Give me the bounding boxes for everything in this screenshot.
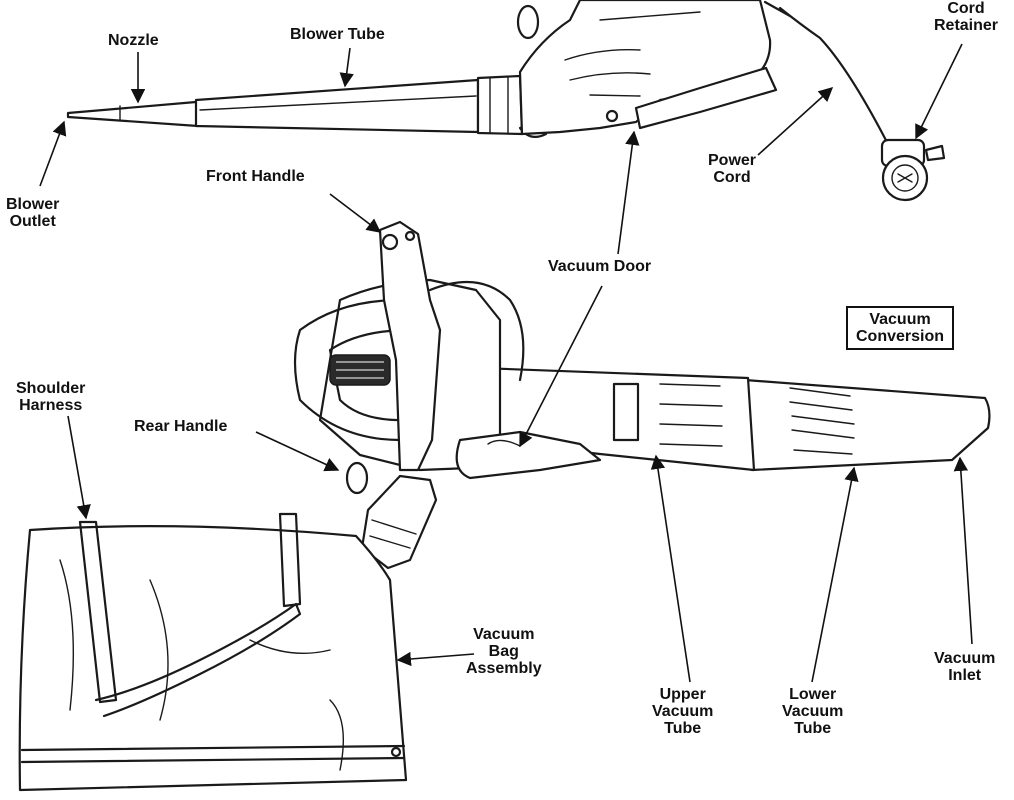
label-front-handle: Front Handle <box>206 168 305 185</box>
label-shoulder-harness: Shoulder Harness <box>16 380 86 414</box>
label-cord-retainer: Cord Retainer <box>934 0 999 34</box>
bag-zipper-line <box>20 744 406 752</box>
leader-lower-vacuum-tube <box>811 466 859 683</box>
label-blower-tube: Blower Tube <box>290 26 385 43</box>
leader-shoulder-harness <box>67 415 91 520</box>
label-nozzle: Nozzle <box>108 32 159 49</box>
leader-upper-vacuum-tube <box>650 454 691 683</box>
label-blower-outlet: Blower Outlet <box>6 196 60 230</box>
vacuum-conversion-box: Vacuum Conversion <box>846 306 955 350</box>
label-upper-vacuum-tube: Upper Vacuum Tube <box>652 686 714 737</box>
label-vacuum-bag-assembly: Vacuum Bag Assembly <box>466 626 542 677</box>
vacuum-illustration <box>293 220 991 570</box>
lower-vacuum-tube-shape <box>743 378 991 472</box>
leader-vacuum-door-bottom <box>519 285 603 448</box>
leader-power-cord <box>757 87 834 156</box>
leader-cord-retainer <box>915 43 963 140</box>
vacuum-bag-illustration <box>18 512 408 792</box>
label-rear-handle: Rear Handle <box>134 418 228 435</box>
leader-front-handle <box>329 193 382 233</box>
vacuum-door-bracket <box>455 430 602 480</box>
front-handle-shape <box>378 220 442 472</box>
power-cord-line <box>778 6 892 150</box>
label-vacuum-door: Vacuum Door <box>548 258 652 275</box>
shoulder-harness-strap <box>78 520 118 704</box>
nozzle-shape <box>66 100 200 128</box>
label-power-cord: Power Cord <box>708 152 757 186</box>
vacuum-bag-shape <box>18 525 408 792</box>
blower-illustration <box>66 0 946 202</box>
vacuum-door-shape <box>634 66 778 130</box>
leader-vacuum-bag <box>396 651 475 667</box>
label-lower-vacuum-tube: Lower Vacuum Tube <box>782 686 844 737</box>
leader-blower-outlet <box>39 120 67 187</box>
label-vacuum-inlet: Vacuum Inlet <box>934 650 996 684</box>
leader-rear-handle <box>255 431 340 472</box>
leader-lines <box>39 43 973 683</box>
leader-vacuum-door-top <box>617 130 640 255</box>
blower-tube-shape <box>194 78 480 134</box>
leader-vacuum-inlet <box>953 456 973 645</box>
leader-blower-tube <box>339 47 354 88</box>
